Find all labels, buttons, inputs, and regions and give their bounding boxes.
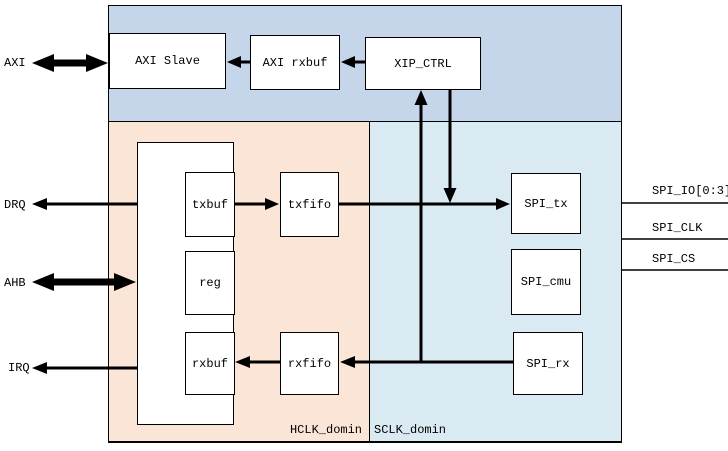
block-axi-rxbuf: AXI rxbuf — [250, 35, 340, 90]
block-xip-ctrl: XIP_CTRL — [365, 37, 481, 90]
block-reg: reg — [185, 251, 235, 315]
port-label-spi-clk: SPI_CLK — [652, 221, 703, 235]
arrow-axi-bidirectional — [32, 54, 108, 72]
port-label-irq: IRQ — [8, 361, 30, 375]
port-label-spi-cs: SPI_CS — [652, 252, 696, 266]
block-spi-rx: SPI_rx — [513, 332, 583, 395]
block-rxfifo: rxfifo — [280, 332, 339, 395]
block-spi-cmu: SPI_cmu — [511, 249, 581, 315]
block-spi-rx-label: SPI_rx — [526, 356, 570, 371]
sclk-domain-label: SCLK_domin — [374, 423, 447, 437]
block-spi-cmu-label: SPI_cmu — [520, 275, 572, 289]
sclk-domain-region — [369, 121, 622, 443]
hclk-domain-label: HCLK_domin — [289, 423, 362, 437]
block-txfifo: txfifo — [280, 172, 339, 237]
block-txbuf-label: txbuf — [191, 197, 228, 212]
block-spi-tx: SPI_tx — [511, 173, 581, 234]
block-rxfifo-label: rxfifo — [287, 356, 332, 371]
block-xip-ctrl-label: XIP_CTRL — [394, 56, 452, 71]
block-axi-rxbuf-label: AXI rxbuf — [262, 55, 328, 70]
port-label-ahb: AHB — [4, 276, 26, 290]
block-reg-label: reg — [199, 276, 221, 290]
port-label-axi: AXI — [4, 56, 26, 70]
block-txfifo-label: txfifo — [287, 197, 332, 212]
port-label-spi-io: SPI_IO[0:3] — [652, 184, 728, 198]
block-rxbuf-label: rxbuf — [191, 356, 228, 371]
block-txbuf: txbuf — [185, 172, 235, 237]
block-rxbuf: rxbuf — [185, 332, 235, 395]
block-axi-slave: AXI Slave — [109, 33, 226, 89]
port-label-drq: DRQ — [4, 198, 26, 212]
block-spi-tx-label: SPI_tx — [524, 196, 568, 211]
block-axi-slave-label: AXI Slave — [135, 54, 200, 68]
